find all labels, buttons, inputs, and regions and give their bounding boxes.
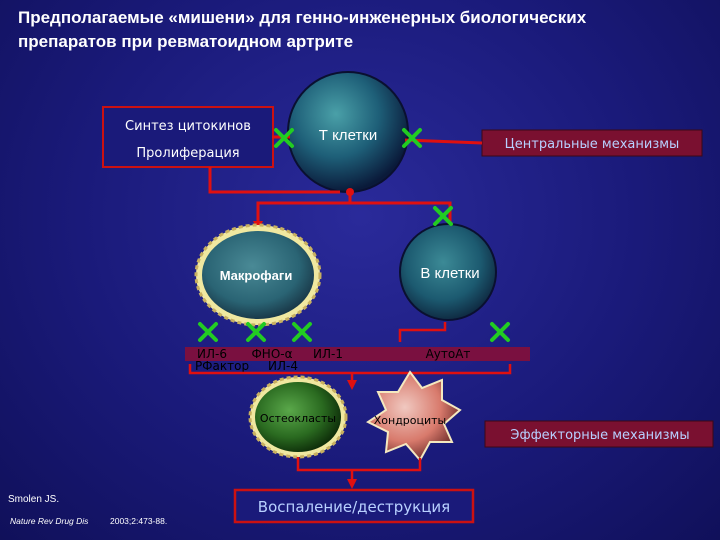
b-cell-output-line xyxy=(398,322,447,342)
reference-journal: Nature Rev Drug Dis xyxy=(10,516,89,526)
t-to-cells-branch xyxy=(256,201,452,228)
autoab-label: АутоАт xyxy=(426,347,471,361)
reference-citation: 2003;2:473-88. xyxy=(110,516,167,526)
outcome-box: Воспаление/деструкция xyxy=(233,488,475,524)
synthesis-label: Синтез цитокинов xyxy=(125,119,251,134)
block-mark-tnf xyxy=(246,322,266,342)
central-mechanisms-box: Центральные механизмы xyxy=(481,129,703,157)
effector-mechanisms-label: Эффекторные механизмы xyxy=(510,428,689,443)
reference: Smolen JS. Nature Rev Drug Dis 2003;2:47… xyxy=(8,494,167,526)
block-mark-central xyxy=(402,128,422,148)
page-title: Предполагаемые «мишени» для генно-инжене… xyxy=(18,6,708,54)
central-connector xyxy=(404,138,483,145)
tnf-label: ФНО-α xyxy=(251,347,292,361)
title-line-1: Предполагаемые «мишени» для генно-инжене… xyxy=(18,8,587,27)
il1-label: ИЛ-1 xyxy=(313,347,343,361)
effector-mechanisms-box: Эффекторные механизмы xyxy=(484,420,714,448)
macrophages-node: Макрофаги xyxy=(194,223,322,327)
cytokine-collector-bracket xyxy=(188,364,512,375)
reference-author: Smolen JS. xyxy=(8,494,59,505)
macrophages-label: Макрофаги xyxy=(220,268,293,283)
proliferation-label: Пролиферация xyxy=(136,146,239,161)
effector-collector xyxy=(296,457,422,472)
central-mechanisms-label: Центральные механизмы xyxy=(505,137,680,152)
outcome-label: Воспаление/деструкция xyxy=(258,498,450,516)
block-mark-synthesis xyxy=(274,128,294,148)
title-line-2: препаратов при ревматоидном артрите xyxy=(18,32,354,51)
block-mark-b-cell-path xyxy=(433,206,453,226)
il6-label: ИЛ-6 xyxy=(197,347,227,361)
chondrocytes-label: Хондроциты xyxy=(374,414,447,427)
b-cells-node: В клетки xyxy=(399,223,497,321)
blockade-marks xyxy=(198,128,510,342)
cytokine-synthesis-box: Синтез цитокинов Пролиферация xyxy=(102,106,274,168)
osteoclasts-label: Остеокласты xyxy=(260,412,336,425)
chondrocytes-node: Хондроциты xyxy=(366,370,462,462)
t-cells-label: Т клетки xyxy=(319,127,377,144)
block-mark-il6 xyxy=(198,322,218,342)
cytokine-bar: ИЛ-6 ФНО-α ИЛ-1 АутоАт РФактор ИЛ-4 xyxy=(185,347,530,373)
osteoclasts-node: Остеокласты xyxy=(248,375,348,459)
b-cells-label: В клетки xyxy=(420,265,479,282)
block-mark-autoab xyxy=(490,322,510,342)
rf-label: РФактор xyxy=(195,359,249,373)
block-mark-il1 xyxy=(292,322,312,342)
t-cells-node: Т клетки xyxy=(287,71,409,193)
il4-label: ИЛ-4 xyxy=(268,359,298,373)
proliferation-arrow xyxy=(208,167,340,194)
